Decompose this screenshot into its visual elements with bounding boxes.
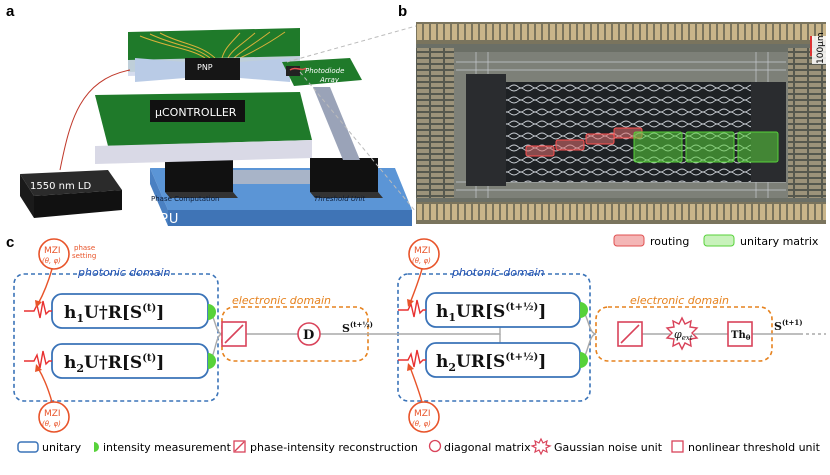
laser-box-top bbox=[20, 170, 122, 196]
phase-computation-chip bbox=[165, 158, 233, 192]
phase-computation-chip-edge bbox=[165, 192, 238, 198]
fiber-array-right bbox=[240, 58, 290, 82]
diagonal-matrix-label: D bbox=[303, 328, 314, 343]
mzi-top-left: MZI (θ, φ) bbox=[38, 238, 70, 270]
phase-setting-line1: phase bbox=[74, 244, 95, 252]
cpu-label: CPU bbox=[150, 212, 179, 227]
microcontroller-label: μCONTROLLER bbox=[155, 106, 237, 119]
intensity-markers bbox=[208, 302, 588, 369]
svg-text:MZI: MZI bbox=[44, 246, 61, 256]
legend-diagonal-label: diagonal matrix bbox=[444, 441, 531, 454]
legend-reconstruction-label: phase-intensity reconstruction bbox=[250, 441, 418, 454]
state-next-label: S(t+1) bbox=[774, 318, 803, 333]
bond-pads-left bbox=[416, 48, 454, 198]
photodiode-label-line2: Array bbox=[319, 76, 340, 84]
hardware-setup-illustration: CPU Phase Computation Threshold Unit μCO… bbox=[20, 25, 417, 227]
threshold-unit-chip-edge bbox=[310, 192, 383, 198]
photodiode-fiber bbox=[289, 67, 307, 71]
diagonal-matrix-unit bbox=[297, 322, 321, 346]
legend-unitary-label: unitary bbox=[42, 441, 82, 454]
laser-box-side bbox=[20, 174, 34, 218]
noise-label: φext bbox=[674, 328, 693, 342]
architecture-schematic: photonic domain photonic domain electron… bbox=[13, 238, 826, 456]
unitary-legend-label: unitary matrix bbox=[740, 235, 819, 248]
threshold-label: Thθ bbox=[731, 330, 751, 342]
svg-text:(θ, φ): (θ, φ) bbox=[412, 420, 431, 428]
scale-label-bg bbox=[812, 36, 826, 64]
input-waveguides bbox=[466, 74, 506, 186]
formula-block-2: h2U†R[S(t)] bbox=[64, 353, 164, 375]
formula-block-4: h2UR[S(t+½)] bbox=[436, 352, 546, 374]
panel-label-a: a bbox=[6, 3, 15, 20]
svg-text:MZI: MZI bbox=[414, 409, 431, 419]
photodiode-label-line1: Photodiode bbox=[305, 67, 344, 75]
state-half-label: S(t+½) bbox=[342, 320, 373, 335]
cpu-board-side bbox=[150, 168, 168, 226]
formula-block-3: h1UR[S(t+½)] bbox=[436, 302, 546, 324]
pnp-label: PNP bbox=[197, 63, 213, 72]
pnp-chip bbox=[185, 58, 240, 80]
svg-text:MZI: MZI bbox=[44, 409, 61, 419]
legend-noise-swatch bbox=[530, 437, 552, 456]
micrograph-legend: routing unitary matrix bbox=[613, 234, 819, 248]
unitary-swatch bbox=[703, 234, 735, 247]
schematic-legend: unitary intensity measurement phase-inte… bbox=[17, 437, 821, 456]
electronic-domain-label-2: electronic domain bbox=[630, 294, 729, 307]
chip-micrograph: 100μm bbox=[416, 22, 826, 224]
zoom-line-bottom bbox=[299, 71, 417, 213]
reconstruction-unit-1 bbox=[221, 321, 247, 347]
routing-legend-label: routing bbox=[650, 235, 689, 248]
reconstruction-unit-2 bbox=[617, 321, 643, 347]
svg-text:(θ, φ): (θ, φ) bbox=[42, 420, 61, 428]
unitary-highlights bbox=[633, 131, 779, 163]
bond-pads-right bbox=[788, 48, 826, 198]
legend-diagonal-swatch bbox=[428, 439, 442, 453]
legend-threshold-swatch bbox=[671, 440, 684, 453]
svg-text:(θ, φ): (θ, φ) bbox=[412, 257, 431, 265]
legend-intensity-label: intensity measurement bbox=[103, 441, 232, 454]
routing-highlights bbox=[525, 127, 643, 157]
zoom-line-top bbox=[286, 25, 417, 63]
phase-setting-line2: setting bbox=[72, 252, 96, 260]
scale-label: 100μm bbox=[816, 32, 826, 64]
photonic-domain-box-2 bbox=[397, 273, 591, 402]
chip-bus bbox=[233, 170, 310, 184]
threshold-unit bbox=[727, 321, 753, 347]
arrow-heads bbox=[35, 299, 414, 372]
bond-pads-bottom bbox=[416, 202, 826, 224]
pnp-board-traces bbox=[139, 31, 286, 59]
formula-block-1: h1U†R[S(t)] bbox=[64, 303, 164, 325]
legend-noise-label: Gaussian noise unit bbox=[554, 441, 663, 454]
laser-label: 1550 nm LD bbox=[30, 181, 91, 192]
fiber-array-left bbox=[135, 58, 185, 82]
photonic-domain-label-2: photonic domain bbox=[451, 266, 545, 279]
photodiode-board bbox=[282, 58, 362, 86]
routing-swatch bbox=[613, 234, 645, 247]
gaussian-noise-unit bbox=[665, 316, 699, 351]
laser-fiber bbox=[59, 69, 131, 171]
legend-threshold-label: nonlinear threshold unit bbox=[688, 441, 821, 454]
threshold-unit-chip bbox=[310, 158, 378, 192]
threshold-unit-label: Threshold Unit bbox=[314, 195, 365, 203]
laser-box-front bbox=[34, 190, 122, 218]
bond-pads-top bbox=[416, 22, 826, 44]
legend-intensity-swatch bbox=[94, 442, 99, 452]
photonic-domain-label-1: photonic domain bbox=[77, 266, 171, 279]
mzi-bottom-right: MZI (θ, φ) bbox=[408, 401, 440, 433]
cpu-board-edge bbox=[168, 210, 412, 226]
electronic-domain-label-1: electronic domain bbox=[232, 294, 331, 307]
photodiode-link bbox=[313, 87, 360, 160]
panel-label-c: c bbox=[6, 234, 15, 251]
svg-text:MZI: MZI bbox=[414, 246, 431, 256]
photodiode-chip bbox=[286, 66, 300, 76]
phase-computation-label: Phase Computation bbox=[151, 195, 219, 203]
input-pulses bbox=[24, 299, 426, 369]
svg-text:(θ, φ): (θ, φ) bbox=[42, 257, 61, 265]
controller-board-base bbox=[95, 140, 312, 164]
legend-unitary-swatch bbox=[17, 441, 39, 453]
mzi-bottom-left: MZI (θ, φ) bbox=[38, 401, 70, 433]
microcontroller-chip bbox=[150, 100, 245, 122]
mzi-top-right: MZI (θ, φ) bbox=[408, 238, 440, 270]
panel-label-b: b bbox=[398, 3, 408, 20]
